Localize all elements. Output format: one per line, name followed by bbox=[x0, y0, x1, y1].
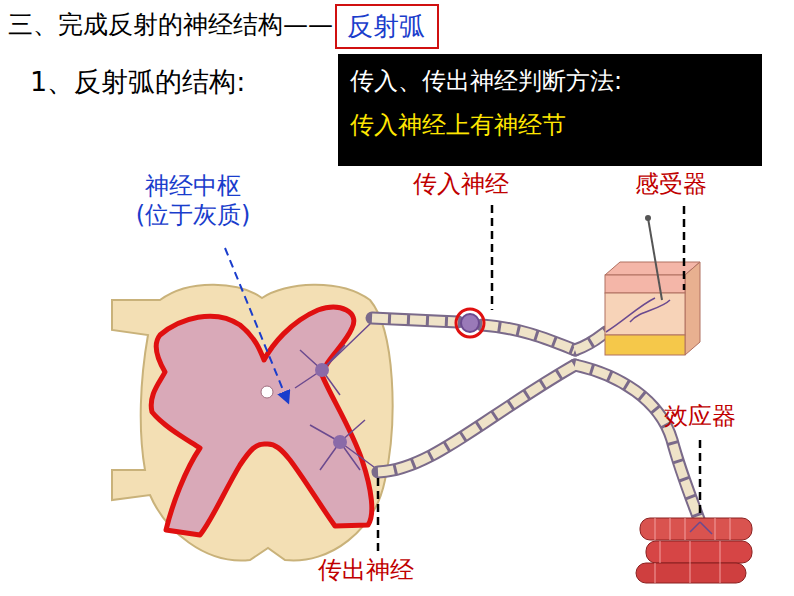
part-label: 传入神经 bbox=[413, 170, 509, 199]
neuron-body bbox=[315, 363, 329, 377]
muscle bbox=[636, 518, 752, 583]
highlight-box: 反射弧 bbox=[335, 4, 439, 49]
heading: 三、完成反射的神经结构—— bbox=[8, 10, 333, 40]
note-box: 传入、传出神经判断方法: 传入神经上有神经节 bbox=[338, 54, 762, 166]
nerve-fiber bbox=[372, 318, 700, 522]
neuron-body bbox=[333, 435, 347, 449]
leader-line bbox=[683, 206, 686, 290]
leader-line bbox=[699, 440, 702, 515]
skin-block bbox=[605, 262, 700, 355]
nerve-center-label: 神经中枢 (位于灰质) bbox=[118, 172, 268, 230]
leader-line bbox=[225, 248, 288, 402]
ganglion bbox=[461, 314, 479, 332]
interneuron bbox=[295, 322, 378, 470]
part-label: 效应器 bbox=[664, 402, 736, 431]
part-label: 传出神经 bbox=[318, 556, 414, 585]
part-label: 感受器 bbox=[635, 170, 707, 199]
note-text: 传入、传出神经判断方法: bbox=[350, 66, 750, 96]
subheading: 1、反射弧的结构: bbox=[30, 66, 245, 98]
needle bbox=[645, 215, 662, 300]
ganglion-highlight bbox=[456, 309, 484, 337]
box-label: 反射弧 bbox=[347, 10, 427, 43]
myelin-sheath bbox=[372, 318, 700, 522]
grey-matter bbox=[151, 307, 372, 535]
leader-line bbox=[491, 205, 494, 310]
spinal-cord bbox=[112, 285, 393, 561]
note-text: 传入神经上有神经节 bbox=[350, 110, 750, 140]
central-canal bbox=[261, 386, 273, 398]
leader-line bbox=[377, 478, 380, 551]
